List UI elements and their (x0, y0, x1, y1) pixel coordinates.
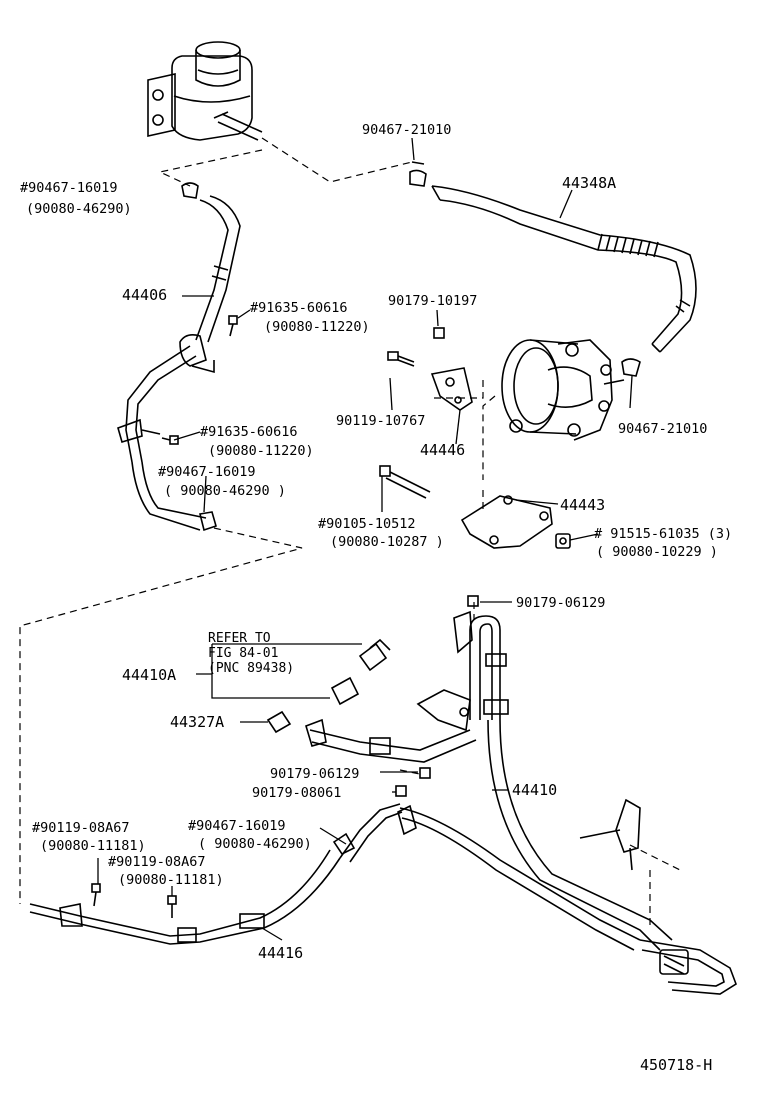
bolt-90105-10512 (379, 465, 431, 499)
label-44327a: 44327A (170, 713, 224, 731)
label-90467-16019-c: #90467-16019 (188, 818, 286, 834)
label-90080-11220-a: (90080-11220) (264, 319, 370, 335)
label-90105-10512: #90105-10512 (318, 516, 416, 532)
nut-90179-10197 (433, 327, 445, 339)
label-90080-11181-a: (90080-11181) (40, 838, 146, 854)
label-44410a: 44410A (122, 666, 176, 684)
label-90080-46290-b: ( 90080-46290 ) (164, 483, 286, 499)
power-steering-pump (501, 339, 625, 441)
nut-91515-61035 (555, 533, 571, 549)
label-90080-46290-c: ( 90080-46290) (198, 836, 312, 852)
label-90179-08061: 90179-08061 (252, 785, 341, 801)
label-90179-10197: 90179-10197 (388, 293, 477, 309)
bracket-44406 (117, 334, 217, 532)
label-91515-61035: # 91515-61035 (3) (594, 526, 732, 542)
label-90080-10229: ( 90080-10229 ) (596, 544, 718, 560)
label-90179-06129-top: 90179-06129 (516, 595, 605, 611)
label-90467-21010-right: 90467-21010 (618, 421, 707, 437)
label-90119-08a67-a: #90119-08A67 (32, 820, 130, 836)
label-90179-06129-mid: 90179-06129 (270, 766, 359, 782)
bracket-44410 (416, 610, 473, 732)
hose-44348a (431, 185, 697, 353)
hose-clip-left-top (181, 182, 199, 199)
hose-clip-top (409, 161, 427, 187)
label-44348a: 44348A (562, 174, 616, 192)
clamp-44327a (266, 710, 292, 734)
label-90080-11220-b: (90080-11220) (208, 443, 314, 459)
label-44410: 44410 (512, 781, 557, 799)
label-44446: 44446 (420, 441, 465, 459)
label-44406: 44406 (122, 286, 167, 304)
bolt-91635-60616-b (161, 435, 179, 445)
pressure-switch-44410a (330, 638, 391, 706)
hose-clip-right (621, 358, 641, 377)
label-91635-60616-b: #91635-60616 (200, 424, 298, 440)
label-90080-11181-b: (90080-11181) (118, 872, 224, 888)
label-fig-84-01: FIG 84-01 (208, 646, 278, 661)
nut-90179-06129-mid (419, 767, 431, 779)
steering-gear (579, 798, 737, 995)
label-91635-60616-a: #91635-60616 (250, 300, 348, 316)
drawing-id: 450718-H (640, 1056, 712, 1074)
bolt-90119-10767 (387, 351, 415, 367)
nut-90179-06129-top (467, 595, 479, 607)
reservoir-tank (147, 41, 263, 141)
nut-90179-08061 (395, 785, 407, 797)
label-leaders (97, 137, 633, 941)
label-90467-16019-b: #90467-16019 (158, 464, 256, 480)
label-90080-10287: (90080-10287 ) (330, 534, 444, 550)
label-44416: 44416 (258, 944, 303, 962)
label-90119-10767: 90119-10767 (336, 413, 425, 429)
label-90467-21010-top: 90467-21010 (362, 122, 451, 138)
label-44443: 44443 (560, 496, 605, 514)
return-hose-44416 (29, 803, 641, 951)
label-refer-to: REFER TO (208, 631, 271, 646)
bracket-44443 (460, 495, 553, 549)
pressure-hose-44410 (305, 615, 673, 951)
bolt-91635-60616-a (228, 315, 238, 337)
bracket-44446 (430, 367, 473, 411)
label-90467-16019-a: #90467-16019 (20, 180, 118, 196)
label-pnc-89438: (PNC 89438) (208, 661, 294, 676)
label-90080-46290-a: (90080-46290) (26, 201, 132, 217)
label-90119-08a67-b: #90119-08A67 (108, 854, 206, 870)
bolts-90119-08a67 (91, 883, 177, 918)
